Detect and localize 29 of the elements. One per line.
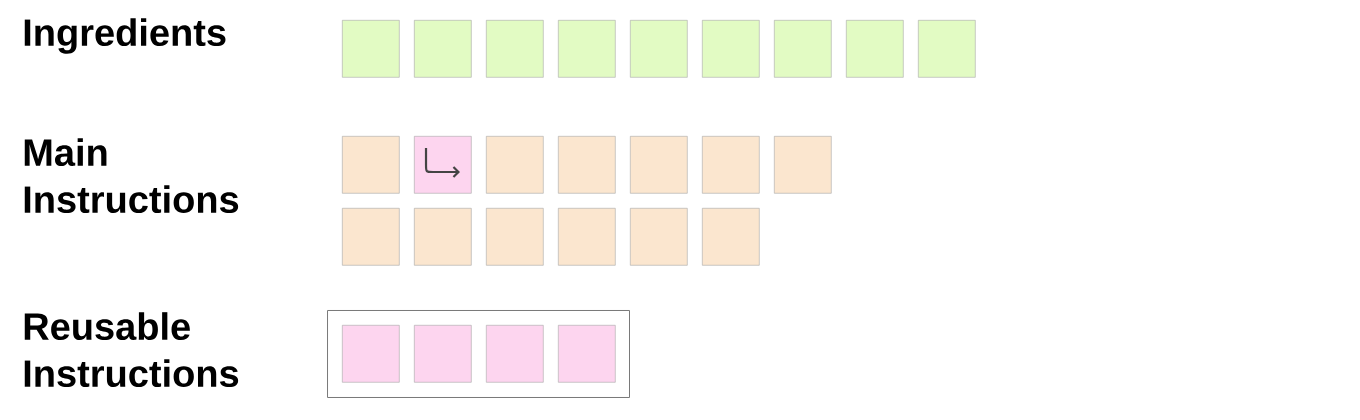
square (846, 20, 904, 78)
square (702, 136, 760, 194)
square (558, 20, 616, 78)
row-label: Reusable Instructions (24, 312, 239, 388)
row-label: Main Instructions (24, 138, 239, 214)
square (342, 20, 400, 78)
square (774, 20, 832, 78)
square (414, 136, 472, 194)
square (630, 20, 688, 78)
square (342, 208, 400, 266)
square (630, 136, 688, 194)
square (342, 136, 400, 194)
square (702, 208, 760, 266)
square (414, 20, 472, 78)
square (342, 325, 400, 383)
square (558, 136, 616, 194)
square (414, 208, 472, 266)
square (702, 20, 760, 78)
square (486, 20, 544, 78)
square (630, 208, 688, 266)
square (558, 208, 616, 266)
square (486, 325, 544, 383)
square (558, 325, 616, 383)
square (486, 136, 544, 194)
square (774, 136, 832, 194)
square (918, 20, 976, 78)
row-label: Ingredients (24, 18, 226, 54)
square (414, 325, 472, 383)
square (486, 208, 544, 266)
